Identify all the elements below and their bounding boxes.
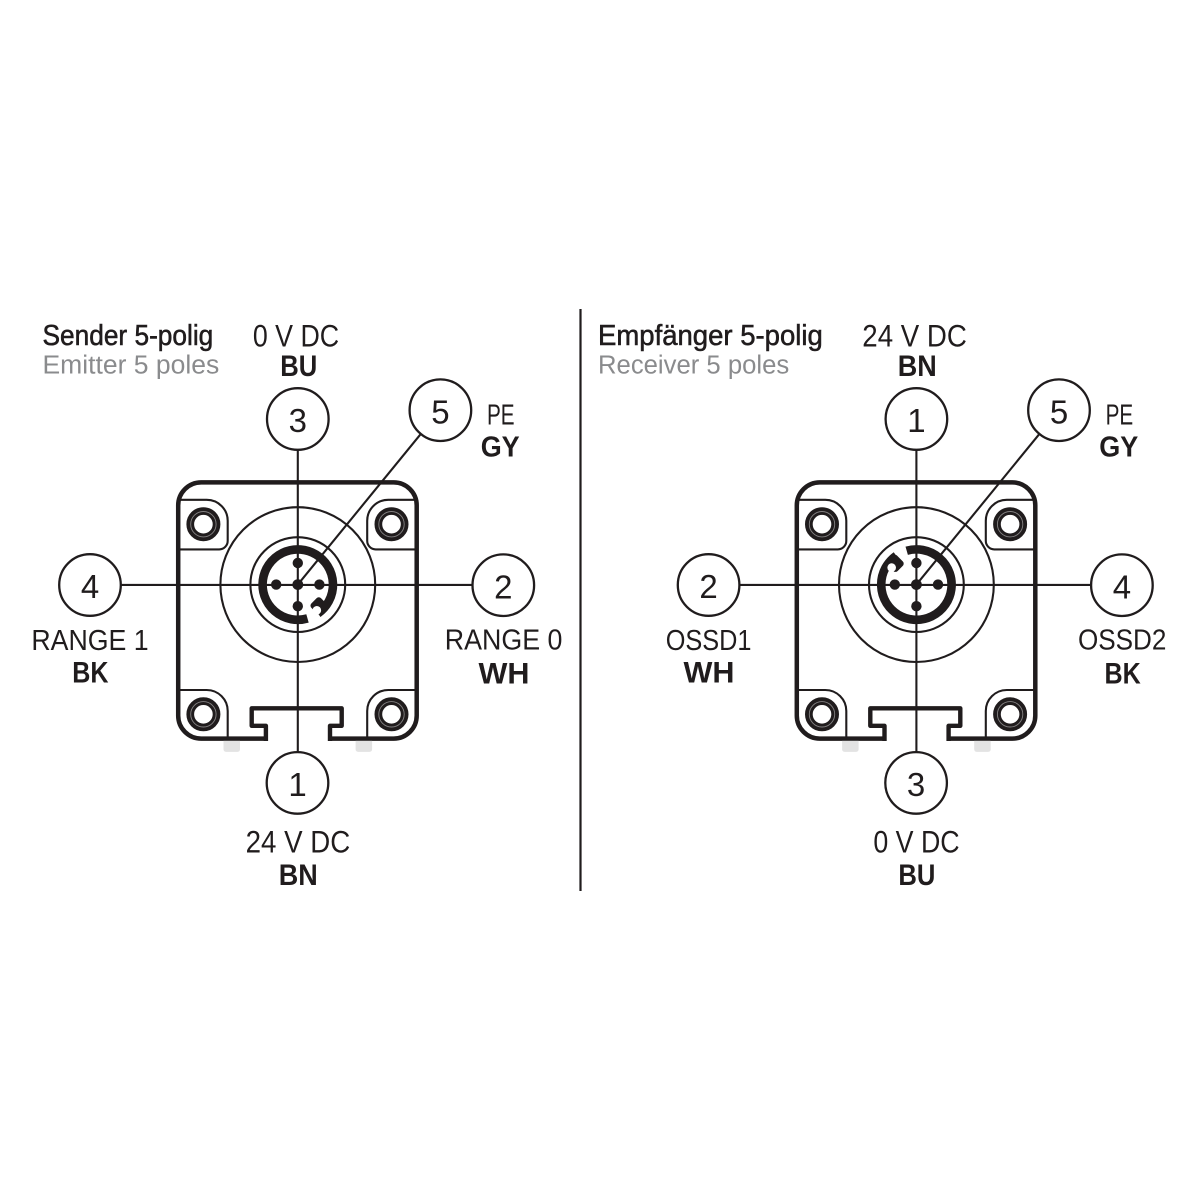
svg-text:BK: BK	[72, 657, 109, 690]
svg-text:Receiver 5 poles: Receiver 5 poles	[598, 351, 789, 379]
svg-text:24 V DC: 24 V DC	[862, 318, 967, 354]
svg-text:5: 5	[1050, 393, 1068, 430]
svg-text:BU: BU	[280, 350, 317, 383]
svg-text:Empfänger 5-polig: Empfänger 5-polig	[598, 320, 823, 352]
svg-text:RANGE 0: RANGE 0	[445, 625, 563, 657]
svg-text:WH: WH	[684, 657, 735, 690]
svg-text:1: 1	[288, 766, 306, 803]
svg-text:4: 4	[81, 568, 99, 605]
svg-text:5: 5	[431, 393, 449, 430]
svg-text:GY: GY	[1099, 432, 1138, 464]
svg-text:RANGE 1: RANGE 1	[31, 625, 148, 657]
svg-text:Sender 5-polig: Sender 5-polig	[43, 320, 214, 352]
svg-text:OSSD1: OSSD1	[666, 625, 752, 657]
svg-text:BK: BK	[1105, 657, 1142, 690]
svg-text:2: 2	[494, 568, 512, 605]
svg-text:3: 3	[289, 402, 307, 439]
svg-text:0 V DC: 0 V DC	[873, 824, 959, 860]
svg-text:BN: BN	[279, 859, 318, 892]
svg-text:PE: PE	[487, 400, 515, 432]
svg-text:BU: BU	[898, 859, 935, 892]
svg-text:24 V DC: 24 V DC	[246, 824, 351, 860]
svg-text:BN: BN	[898, 350, 937, 383]
svg-text:OSSD2: OSSD2	[1078, 625, 1167, 657]
svg-text:0 V DC: 0 V DC	[253, 318, 339, 354]
svg-text:GY: GY	[481, 432, 520, 464]
svg-text:2: 2	[699, 568, 717, 605]
svg-text:3: 3	[907, 766, 925, 803]
svg-text:WH: WH	[479, 657, 530, 690]
svg-text:PE: PE	[1106, 400, 1134, 432]
svg-text:4: 4	[1113, 568, 1131, 605]
svg-text:Emitter 5 poles: Emitter 5 poles	[43, 351, 220, 379]
svg-text:1: 1	[907, 402, 925, 439]
